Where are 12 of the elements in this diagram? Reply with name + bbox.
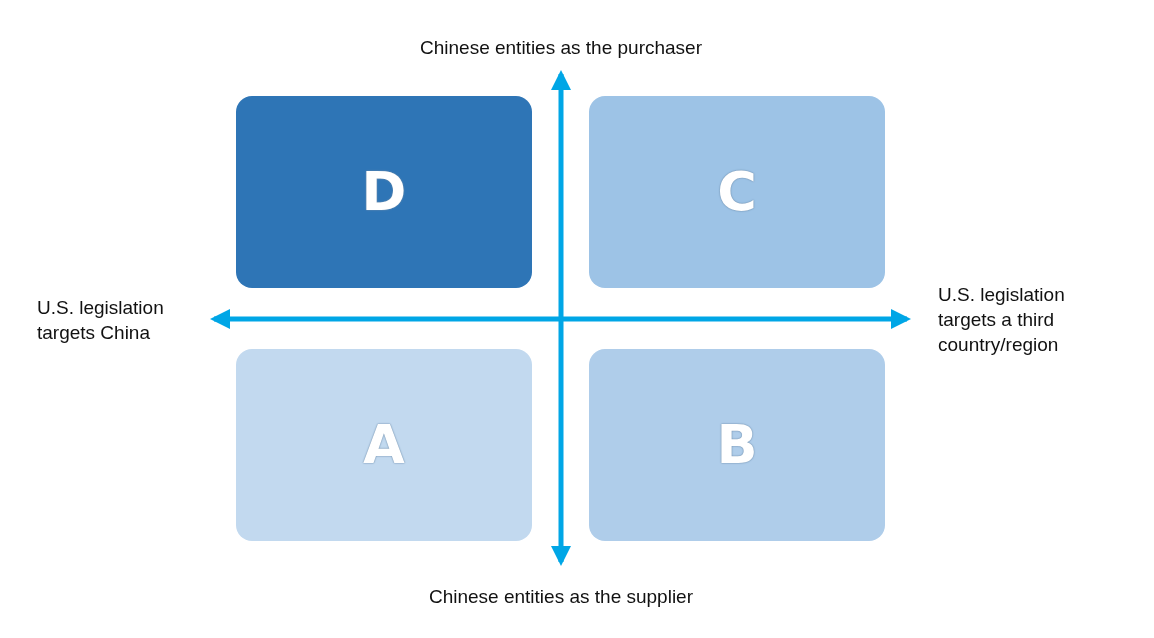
quadrant-box (236, 349, 532, 541)
quadrant-letter: C (717, 165, 757, 219)
axis-label: U.S. legislation targets a third country/region (938, 283, 1066, 357)
axis-label: U.S. legislation targets China (37, 296, 165, 345)
axis-label: Chinese entities as the supplier (427, 585, 694, 609)
quadrant-letter: D (361, 165, 407, 219)
quadrant-box (589, 349, 885, 541)
quadrant-letter: B (716, 418, 758, 472)
quadrant-box (589, 96, 885, 288)
axis-label: Chinese entities as the purchaser (419, 36, 703, 60)
quadrant-box (236, 96, 532, 288)
quadrant-letter: A (363, 418, 405, 472)
